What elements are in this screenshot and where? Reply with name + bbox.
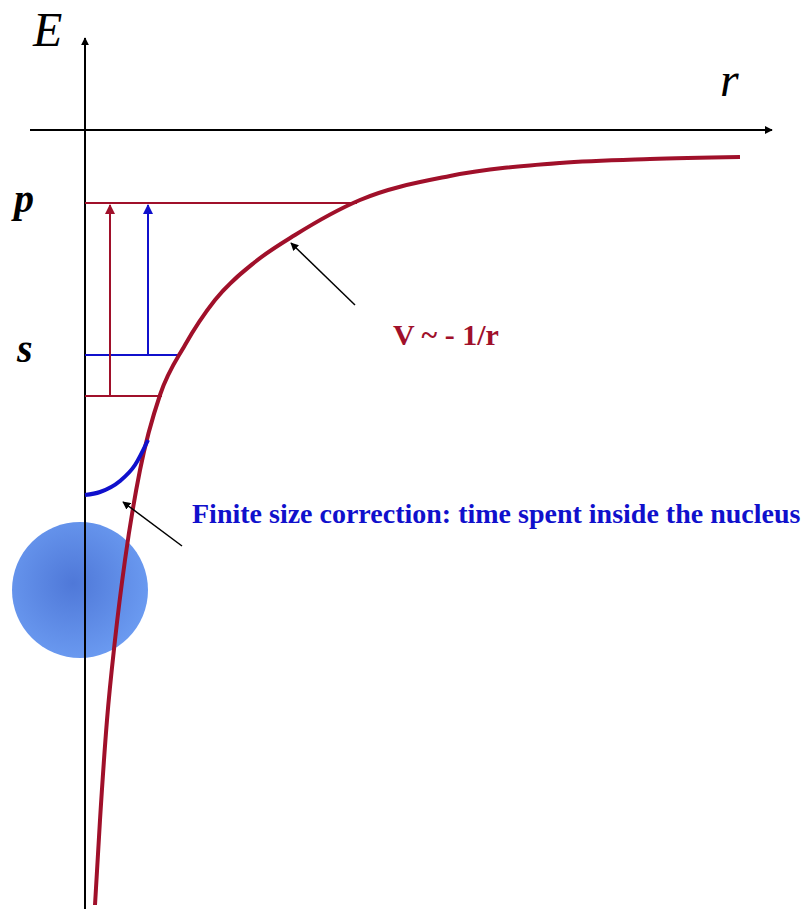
axis-label: r	[720, 52, 739, 107]
radius-axis	[30, 129, 772, 131]
finite-size-potential	[85, 440, 148, 495]
annotation-label: Finite size correction: time spent insid…	[192, 498, 802, 529]
leader-line	[291, 243, 355, 305]
p-level	[85, 202, 357, 204]
level-label: s	[17, 326, 33, 372]
transition-arrow	[109, 205, 111, 396]
s-level-shifted	[85, 354, 180, 356]
transition-arrow	[147, 205, 149, 355]
coulomb-potential	[95, 157, 740, 905]
level-label: p	[14, 176, 34, 222]
axis-label: E	[33, 2, 62, 57]
curve-label: V ~ - 1/r	[393, 318, 499, 353]
s-level	[85, 395, 162, 397]
energy-axis	[84, 38, 86, 909]
leader-line	[123, 502, 182, 546]
